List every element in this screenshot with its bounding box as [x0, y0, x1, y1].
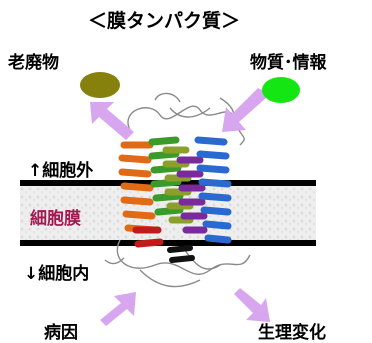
- waste-label: 老廃物: [8, 53, 59, 73]
- arrow-physiology: [234, 288, 270, 322]
- helix-black: [167, 245, 195, 263]
- helix-green: [148, 136, 184, 216]
- disease-label: 病因: [44, 323, 78, 343]
- helix-purple: [176, 156, 208, 234]
- diagram-title: ＜膜タンパク質＞: [88, 10, 241, 32]
- waste-blob: [80, 72, 120, 98]
- membrane-protein-illustration: [104, 92, 251, 288]
- substance-info-blob: [262, 77, 300, 103]
- inside-cell-label: ↓細胞内: [24, 264, 90, 284]
- arrow-waste-out: [90, 102, 134, 140]
- helix-orange: [118, 141, 158, 234]
- physiology-label: 生理変化: [258, 323, 326, 343]
- membrane-label: 細胞膜: [30, 209, 81, 229]
- helix-blue: [194, 136, 232, 244]
- helix-red: [132, 226, 164, 248]
- arrow-disease: [100, 292, 136, 326]
- outside-cell-label: ↑細胞外: [28, 161, 94, 181]
- helix-olive: [162, 146, 194, 224]
- substance-info-label: 物質･情報: [250, 53, 327, 73]
- arrow-info-in: [222, 88, 266, 132]
